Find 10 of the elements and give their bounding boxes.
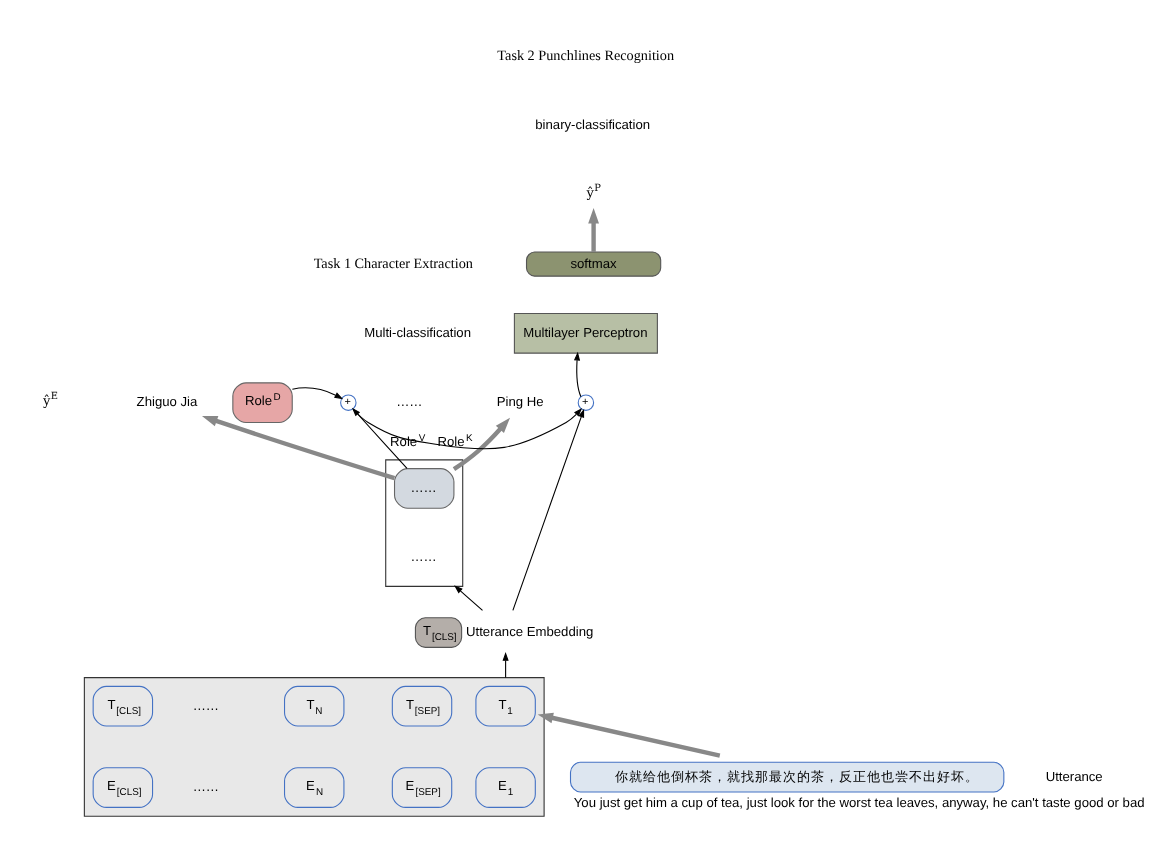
arrow: [537, 711, 721, 757]
arrow: [452, 416, 511, 470]
arrow: [512, 407, 585, 610]
arrow: [201, 414, 396, 480]
arrow: [588, 206, 599, 251]
arrow: [454, 584, 484, 610]
arrow: [291, 386, 344, 399]
arrow: [573, 350, 582, 397]
cluster: [83, 676, 545, 816]
cluster: [385, 458, 464, 586]
